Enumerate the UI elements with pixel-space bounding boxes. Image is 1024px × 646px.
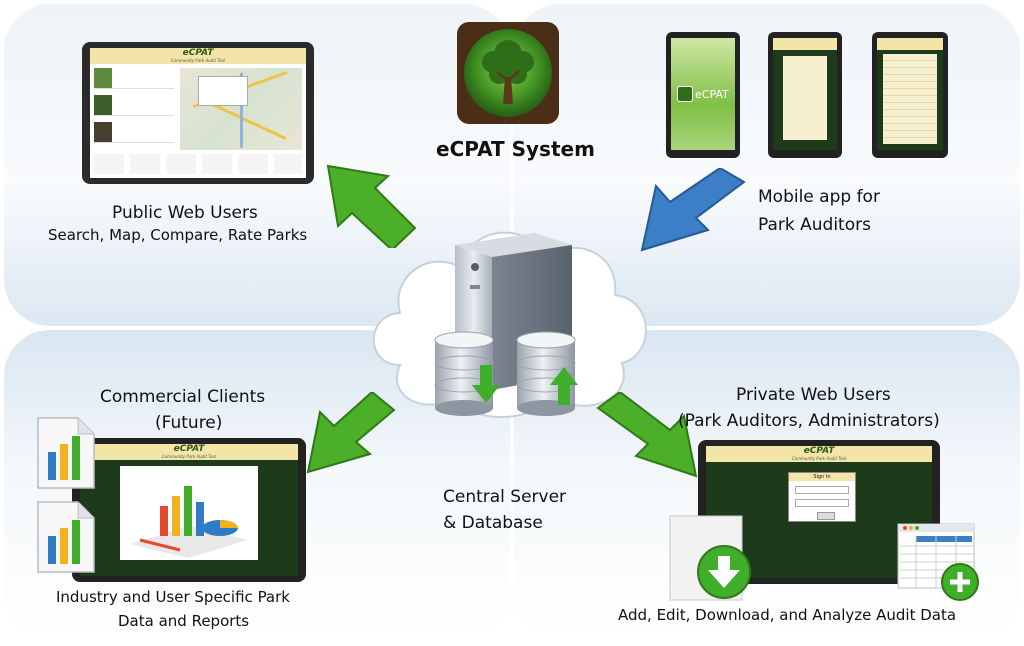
private-web-brand: eCPAT xyxy=(803,446,835,456)
private-web-line2: (Park Auditors, Administrators) xyxy=(678,411,940,431)
phone-form-screen xyxy=(773,38,837,150)
central-line2: & Database xyxy=(443,513,543,533)
commercial-desc1: Industry and User Specific Park xyxy=(56,588,290,606)
public-web-tablet: eCPAT Community Park Audit Tool xyxy=(82,42,314,184)
database-download xyxy=(434,331,500,416)
private-web-tagline: Community Park Audit Tool xyxy=(791,456,847,461)
filter-table xyxy=(94,154,302,174)
commercial-screen: eCPAT Community Park Audit Tool xyxy=(80,444,298,576)
cloud-server-graphic xyxy=(372,231,647,418)
ecpat-tree-logo xyxy=(457,22,559,124)
commercial-line2: (Future) xyxy=(155,413,223,433)
phone-logo xyxy=(677,86,693,102)
login-box: Sign In xyxy=(788,472,856,522)
phone-splash: eCPAT xyxy=(666,32,740,158)
public-web-screen: eCPAT Community Park Audit Tool xyxy=(90,48,306,178)
private-web-desc: Add, Edit, Download, and Analyze Audit D… xyxy=(618,606,957,624)
public-web-title: Public Web Users xyxy=(112,203,258,223)
download-icon xyxy=(669,515,751,601)
phone-form xyxy=(768,32,842,158)
phone-list-screen xyxy=(877,38,943,150)
commercial-tablet: eCPAT Community Park Audit Tool xyxy=(72,438,306,582)
commercial-desc2: Data and Reports xyxy=(118,612,250,630)
public-web-header: eCPAT Community Park Audit Tool xyxy=(90,48,306,64)
username-field[interactable] xyxy=(795,486,849,494)
phone-list xyxy=(872,32,948,158)
list-item xyxy=(94,95,174,116)
phone-list-panel xyxy=(883,54,937,144)
password-field[interactable] xyxy=(795,499,849,507)
map-popup xyxy=(198,76,248,106)
sign-in-button[interactable] xyxy=(817,512,835,520)
arrow-to-public-web xyxy=(326,164,417,248)
database-upload xyxy=(516,331,578,416)
spreadsheet-add-icon xyxy=(897,523,979,601)
list-item xyxy=(94,122,174,143)
arrow-from-mobile xyxy=(640,168,746,252)
mobile-line2: Park Auditors xyxy=(758,215,871,235)
park-results-list xyxy=(94,68,174,150)
public-web-tagline: Community Park Audit Tool xyxy=(170,58,226,63)
report-document-icon xyxy=(37,501,95,573)
login-title: Sign In xyxy=(789,473,855,481)
phone-brand: eCPAT xyxy=(695,88,729,101)
list-item xyxy=(94,68,174,89)
phone-form-panel xyxy=(783,56,827,140)
private-web-line1: Private Web Users xyxy=(736,385,891,405)
commercial-header: eCPAT Community Park Audit Tool xyxy=(80,444,298,460)
phone-splash-screen: eCPAT xyxy=(671,38,735,150)
commercial-tagline: Community Park Audit Tool xyxy=(161,454,217,459)
commercial-brand: eCPAT xyxy=(173,444,205,454)
arrow-to-commercial xyxy=(306,392,396,474)
central-line1: Central Server xyxy=(443,487,567,507)
public-web-subtitle: Search, Map, Compare, Rate Parks xyxy=(48,226,308,244)
mobile-line1: Mobile app for xyxy=(758,187,880,207)
report-document-icon xyxy=(37,417,95,489)
private-web-header: eCPAT Community Park Audit Tool xyxy=(706,446,932,462)
public-web-brand: eCPAT xyxy=(182,48,214,58)
system-title: eCPAT System xyxy=(436,137,595,161)
commercial-line1: Commercial Clients xyxy=(100,387,266,407)
arrow-to-private-web xyxy=(596,392,698,478)
park-map xyxy=(180,68,302,150)
report-chart-image xyxy=(120,466,258,560)
